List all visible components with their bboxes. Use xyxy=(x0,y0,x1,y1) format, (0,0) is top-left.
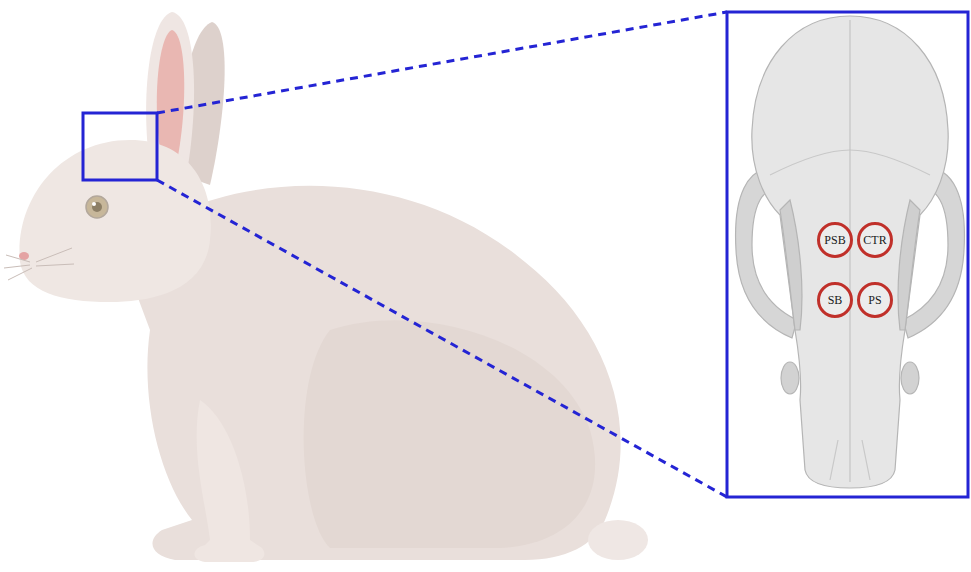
rabbit xyxy=(4,12,648,562)
orbit-shadow xyxy=(898,200,920,330)
skull-process xyxy=(781,362,799,394)
site-circle: PSB xyxy=(817,222,853,258)
skull-outline xyxy=(752,16,948,488)
site-circle: SB xyxy=(817,282,853,318)
rabbit-tail xyxy=(588,520,648,560)
whisker xyxy=(4,265,30,268)
whisker xyxy=(8,268,32,280)
whisker xyxy=(36,264,74,266)
site-label: PS xyxy=(868,294,881,306)
rabbit-pupil xyxy=(92,202,102,212)
whisker xyxy=(6,255,30,262)
skull xyxy=(736,16,965,488)
rabbit-front-leg xyxy=(194,400,264,562)
rabbit-head xyxy=(19,140,210,302)
rabbit-haunch xyxy=(304,320,596,548)
zoom-box xyxy=(83,113,157,180)
site-label: CTR xyxy=(863,234,886,246)
sagittal-suture xyxy=(849,20,850,482)
rabbit-eye-shine xyxy=(92,202,96,206)
site-circle: PS xyxy=(857,282,893,318)
zoom-leader xyxy=(157,12,727,113)
site-label: SB xyxy=(828,294,843,306)
rabbit-eye xyxy=(86,196,108,218)
zoom-leader xyxy=(157,180,727,497)
nasal-suture xyxy=(830,440,870,480)
site-label: PSB xyxy=(824,234,845,246)
site-circle: CTR xyxy=(857,222,893,258)
zoom-panel xyxy=(727,12,968,497)
orbit-shadow xyxy=(780,200,802,330)
rabbit-inner-ear xyxy=(157,30,184,156)
whisker xyxy=(36,248,72,262)
skull-process xyxy=(901,362,919,394)
rabbit-whiskers xyxy=(4,248,74,280)
